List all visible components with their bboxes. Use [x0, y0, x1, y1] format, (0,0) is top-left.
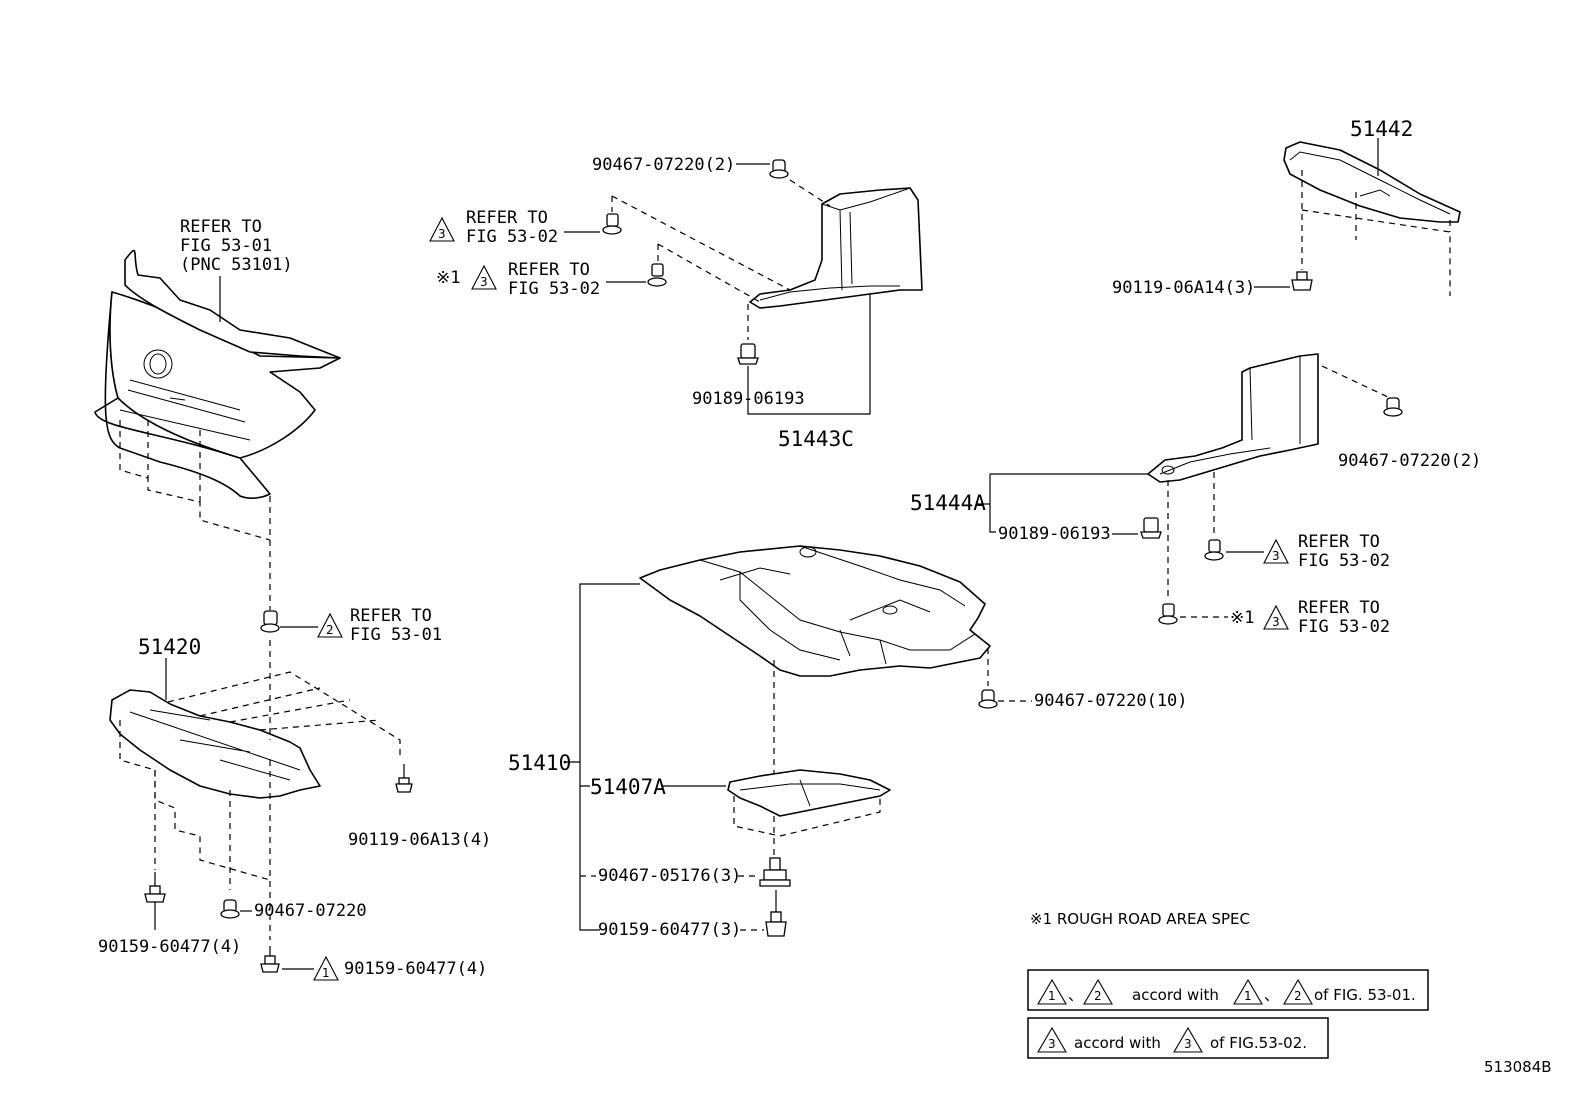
clip-90189-06193-top: 90189-06193	[692, 343, 805, 409]
figure-id: 513084B	[1484, 1058, 1552, 1076]
svg-text:2: 2	[326, 623, 334, 637]
svg-text:accord with: accord with	[1132, 986, 1219, 1004]
svg-text:90189-06193: 90189-06193	[998, 524, 1111, 544]
svg-text:accord with: accord with	[1074, 1034, 1161, 1052]
label-51410-bracket: 51410	[508, 583, 640, 931]
svg-text:90159-60477(3): 90159-60477(3)	[598, 920, 741, 940]
refer-fig5302-right: 3 REFER TO FIG 53-02	[1204, 532, 1390, 571]
label-51444A-group: 51444A	[910, 473, 1148, 533]
svg-text:51444A: 51444A	[910, 491, 986, 515]
label-51442: 51442	[1350, 117, 1413, 141]
part-51442	[1283, 138, 1461, 296]
svg-text:REFER TO: REFER TO	[1298, 532, 1380, 552]
svg-text:2: 2	[1294, 989, 1302, 1003]
clip-90189-06193-right: 90189-06193	[998, 517, 1162, 544]
triangle-2-icon	[317, 612, 343, 638]
label-51443C-group: 51443C	[747, 294, 871, 451]
bolt-90159-60477-left: 90159-60477(4)	[98, 872, 241, 957]
bolt-90119-06A14: 90119-06A14(3)	[1112, 271, 1313, 298]
part-51444A	[1147, 353, 1391, 600]
legend-box-1: 1 、 2 accord with 1 、 2 of FIG. 53-01.	[1027, 969, 1429, 1011]
triangle-3-icon	[1037, 1026, 1067, 1053]
svg-text:90467-07220(10): 90467-07220(10)	[1034, 691, 1188, 711]
svg-text:FIG 53-01: FIG 53-01	[180, 236, 272, 256]
part-51420	[109, 640, 401, 940]
svg-text:REFER TO: REFER TO	[508, 260, 590, 280]
svg-text:※1: ※1	[1230, 608, 1254, 628]
svg-text:、: 、	[1264, 986, 1279, 1004]
svg-text:90159-60477(4): 90159-60477(4)	[98, 937, 241, 957]
triangle-1-icon	[1233, 978, 1263, 1005]
triangle-1-icon	[1037, 978, 1067, 1005]
svg-text:、: 、	[1068, 986, 1083, 1004]
clip-90467-07220-right: 90467-07220(2)	[1338, 397, 1481, 471]
bolt-90119-06A13: 90119-06A13(4)	[348, 764, 491, 850]
refer-fig5302-right-rough: ※1 3 REFER TO FIG 53-02	[1158, 598, 1390, 637]
triangle-2-icon	[1283, 978, 1313, 1005]
rough-road-note: ※1 ROUGH ROAD AREA SPEC	[1030, 910, 1250, 928]
label-51420: 51420	[138, 635, 201, 659]
clip-90467-07220: 90467-07220	[220, 899, 367, 921]
svg-text:FIG 53-02: FIG 53-02	[1298, 551, 1390, 571]
svg-text:90119-06A13(4): 90119-06A13(4)	[348, 830, 491, 850]
part-51407A: 51407A	[580, 769, 891, 856]
triangle-3-icon	[1263, 538, 1289, 564]
triangle-3-icon	[1263, 604, 1289, 630]
svg-text:90467-05176(3): 90467-05176(3)	[598, 866, 741, 886]
svg-text:3: 3	[1272, 615, 1280, 629]
svg-text:3: 3	[1184, 1037, 1192, 1051]
svg-text:FIG 53-02: FIG 53-02	[466, 227, 558, 247]
svg-text:90467-07220(2): 90467-07220(2)	[1338, 451, 1481, 471]
refer-fig5302-top-rough: ※1 3 REFER TO FIG 53-02	[436, 260, 667, 299]
svg-text:3: 3	[438, 227, 446, 241]
clip-bumper-fastener	[260, 610, 318, 633]
svg-text:REFER TO: REFER TO	[180, 217, 262, 237]
bolt-90159-60477-3: 90159-60477(3)	[598, 890, 787, 940]
triangle-3-icon	[429, 216, 455, 242]
svg-text:REFER TO: REFER TO	[1298, 598, 1380, 618]
refer-fig5302-top: 3 REFER TO FIG 53-02	[429, 208, 622, 247]
svg-text:of FIG. 53-01.: of FIG. 53-01.	[1314, 986, 1416, 1004]
svg-text:90119-06A14(3): 90119-06A14(3)	[1112, 278, 1255, 298]
legend-box-2: 3 accord with 3 of FIG.53-02.	[1027, 1017, 1329, 1059]
svg-text:of FIG.53-02.: of FIG.53-02.	[1210, 1034, 1307, 1052]
svg-text:(PNC 53101): (PNC 53101)	[180, 255, 293, 275]
triangle-1-icon	[313, 955, 339, 981]
svg-text:90159-60477(4): 90159-60477(4)	[344, 959, 487, 979]
svg-text:1: 1	[322, 966, 330, 980]
svg-text:※1: ※1	[436, 268, 460, 288]
svg-text:REFER TO: REFER TO	[466, 208, 548, 228]
part-51443C	[611, 179, 923, 340]
svg-text:51407A: 51407A	[590, 775, 666, 799]
triangle-2-icon	[1083, 978, 1113, 1005]
part-51410	[639, 545, 991, 780]
clip-90467-07220-10: 90467-07220(10)	[978, 689, 1188, 711]
bolt-90159-60477-bottom: 1 90159-60477(4)	[260, 946, 487, 981]
front-bumper-part	[94, 249, 341, 610]
svg-text:1: 1	[1048, 989, 1056, 1003]
svg-text:FIG 53-01: FIG 53-01	[350, 625, 442, 645]
svg-text:3: 3	[1048, 1037, 1056, 1051]
svg-text:FIG 53-02: FIG 53-02	[508, 279, 600, 299]
svg-text:51443C: 51443C	[778, 427, 854, 451]
svg-text:3: 3	[1272, 549, 1280, 563]
svg-text:FIG 53-02: FIG 53-02	[1298, 617, 1390, 637]
svg-text:90467-07220: 90467-07220	[254, 901, 367, 921]
svg-text:2: 2	[1094, 989, 1102, 1003]
nut-90467-05176: 90467-05176(3)	[580, 857, 791, 887]
svg-text:90467-07220(2): 90467-07220(2)	[592, 155, 735, 175]
svg-text:REFER TO: REFER TO	[350, 606, 432, 626]
triangle-3-icon	[1173, 1026, 1203, 1053]
svg-text:3: 3	[480, 275, 488, 289]
refer-fig5301-mid: 2 REFER TO FIG 53-01	[317, 606, 442, 645]
svg-text:1: 1	[1244, 989, 1252, 1003]
svg-text:51410: 51410	[508, 751, 571, 775]
triangle-3-icon	[471, 264, 497, 290]
clip-90467-07220-top: 90467-07220(2)	[592, 155, 789, 179]
refer-fig5301-pnc-label: REFER TO FIG 53-01 (PNC 53101)	[180, 217, 293, 275]
